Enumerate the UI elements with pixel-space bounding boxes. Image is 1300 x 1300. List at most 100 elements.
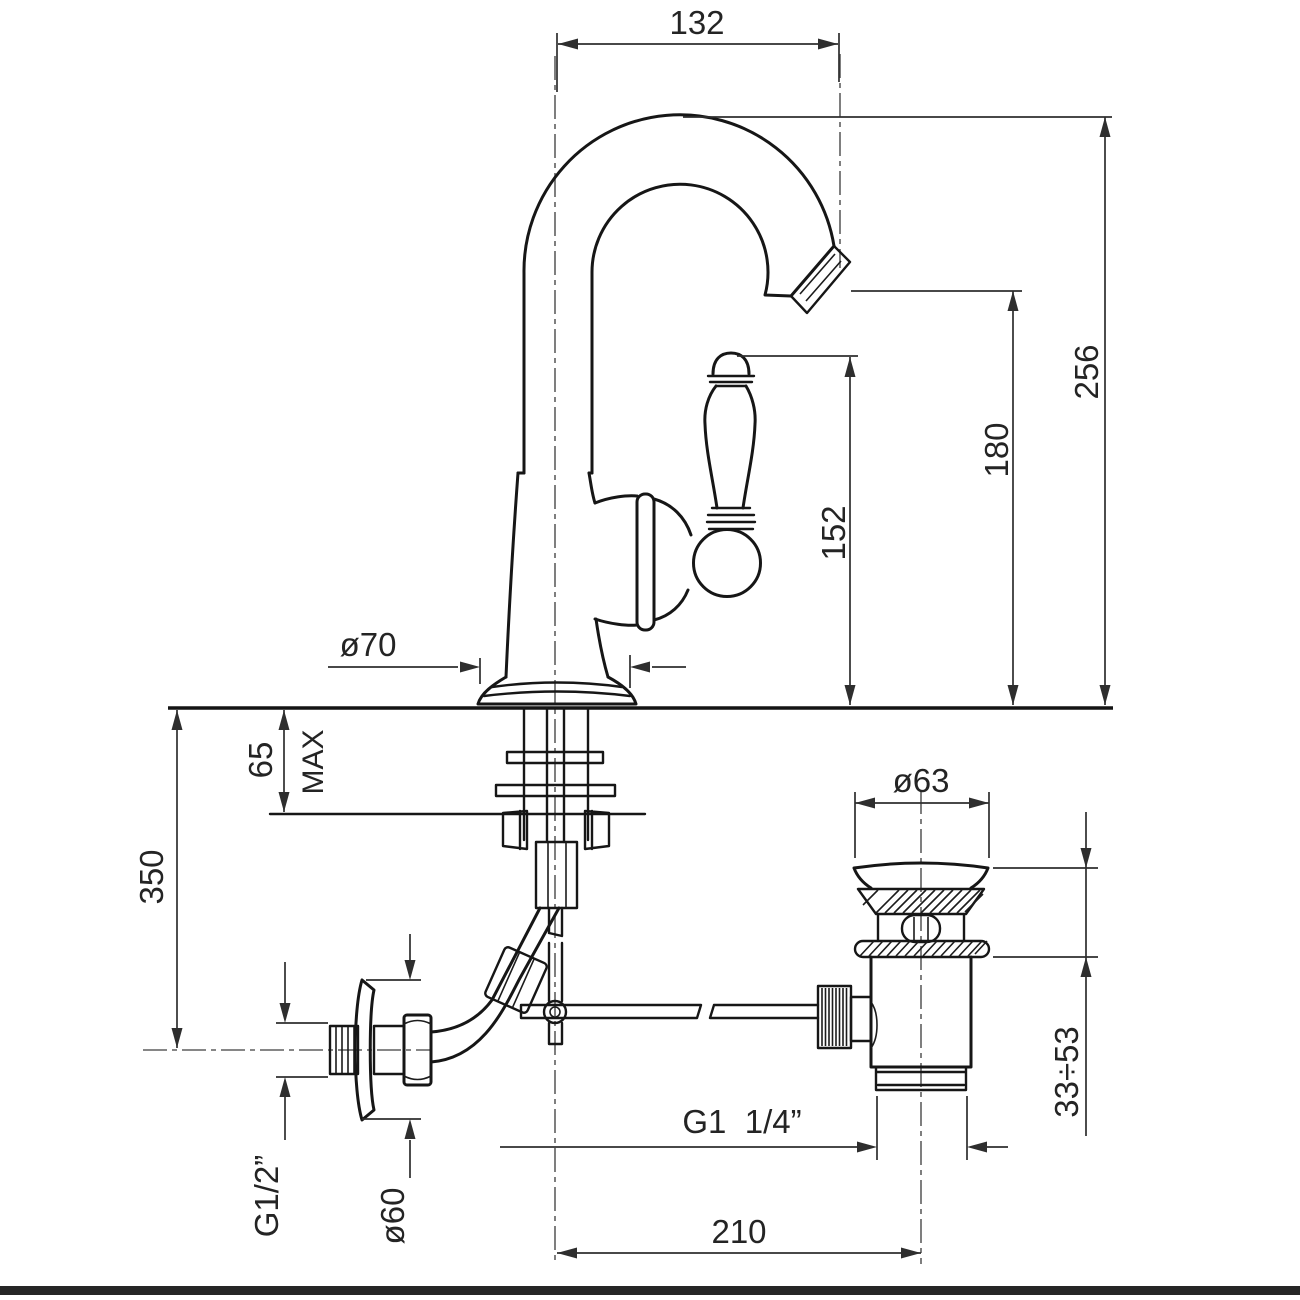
dim-g114-arrow-left [857, 1141, 877, 1153]
dim-350-arrow-top [171, 710, 183, 730]
waste-clamp-hatch [859, 940, 988, 957]
dimension-33-53: 33÷53 [993, 812, 1098, 1136]
hex-adapter [534, 840, 579, 910]
dimension-supply-thread: G1/2” [248, 962, 328, 1237]
dimension-256: 256 [683, 116, 1112, 705]
dim-210-arrow-right [901, 1247, 921, 1259]
footer-rule [0, 1286, 1300, 1295]
washer-lower [494, 783, 617, 798]
dim-256-lines [683, 116, 1112, 705]
dimension-dia63: ø63 [854, 762, 990, 858]
dim-3353-arrow-top [1080, 848, 1092, 868]
dim-132-arrow-left [558, 38, 578, 50]
dim-180-arrow-top [1007, 291, 1019, 311]
valve-dome [593, 494, 693, 627]
hose-union-nut [484, 946, 548, 1014]
dimension-dia60: ø60 [362, 934, 421, 1244]
handle-knob [711, 351, 751, 376]
dimension-132: 132 [556, 4, 840, 92]
spout-outer-arc [522, 113, 836, 475]
deck-thickness-max-label: MAX [297, 729, 330, 794]
hose-nut-facets [496, 951, 536, 1009]
dimension-210: 210 [557, 1213, 921, 1259]
wall-escutcheon [353, 978, 376, 1122]
spout-inner-arc [590, 182, 793, 475]
aerator-cap [789, 244, 852, 315]
hose-nut-body [484, 946, 548, 1014]
dimension-180: 180 [851, 290, 1022, 705]
dim-180-lines [851, 290, 1022, 705]
waste-body-curve [870, 1001, 878, 1049]
faucet-body [476, 113, 852, 706]
overall-height-label: 256 [1068, 344, 1105, 399]
popup-rod-upper [545, 706, 566, 844]
popup-waste [816, 861, 991, 1092]
handle-height-label: 152 [815, 505, 852, 560]
popup-rod-lower [547, 941, 564, 1003]
wall-rosette-diameter-label: ø60 [374, 1188, 411, 1245]
body-left-side [504, 471, 520, 679]
dim-63-arrow-right [969, 797, 989, 809]
waste-knurl-lines [821, 988, 848, 1046]
dim-152-arrow-top [844, 357, 856, 377]
dim-70-lines [328, 655, 686, 688]
waste-clamping-range-label: 33÷53 [1048, 1026, 1085, 1118]
waste-flange-diameter-label: ø63 [893, 762, 950, 799]
spout-to-waste-label: 210 [711, 1213, 766, 1250]
horizontal-rod-left [519, 1003, 703, 1020]
deck-thickness-label: 65 [242, 742, 279, 779]
centerlines [143, 54, 922, 1264]
base-bell [476, 675, 638, 706]
dim-70-arrow-right [630, 661, 650, 673]
dim-132-arrow-right [818, 38, 838, 50]
dim-350-arrow-bottom [171, 1028, 183, 1048]
handle-collar-ribs [705, 506, 757, 531]
rod-joint-outer [542, 999, 568, 1025]
dim-60-arrow-top [404, 960, 416, 980]
base-bell-ridges [482, 681, 632, 698]
valve-ring [635, 492, 656, 632]
wall-hex-nut [402, 1013, 433, 1087]
dimension-350: 350 [133, 710, 183, 1048]
dim-180-arrow-bottom [1007, 685, 1019, 705]
dimension-waste-thread: G1 1/4” [500, 1096, 1008, 1160]
underdeck-assembly [494, 706, 820, 1046]
waste-cone [856, 887, 986, 916]
body-right-side-upper [587, 471, 597, 505]
waste-tailpiece [874, 1065, 968, 1092]
dim-g114-lines [500, 1096, 1008, 1160]
dim-70-arrow-left [460, 661, 480, 673]
mounting-surface [168, 706, 1113, 816]
waste-top-flange [852, 861, 990, 890]
dim-152-lines [737, 355, 858, 705]
waste-plug-lug-lines [913, 917, 929, 940]
dim-63-lines [854, 792, 990, 858]
handle-knob-rings [706, 374, 756, 388]
dim-256-arrow-bottom [1099, 685, 1111, 705]
wall-thread-hatch [335, 1027, 355, 1073]
body-right-side-lower [594, 617, 610, 679]
dimension-65-max: 65 MAX [242, 710, 330, 812]
dim-60-arrow-bottom [404, 1119, 416, 1139]
supply-thread-label: G1/2” [248, 1155, 285, 1238]
handle-ball [692, 528, 762, 598]
dim-256-arrow-top [1099, 117, 1111, 137]
waste-neck [876, 912, 966, 943]
dimension-152: 152 [737, 355, 858, 705]
dim-132-lines [556, 33, 840, 92]
supply-length-label: 350 [133, 849, 170, 904]
dimension-dia70: ø70 [328, 626, 686, 688]
dim-210-arrow-left [557, 1247, 577, 1259]
wall-hex-chamfers [403, 1019, 432, 1081]
spout-projection-label: 132 [669, 4, 724, 41]
dim-65-arrow-bottom [278, 792, 290, 812]
dim-g12-arrow-top [279, 1003, 291, 1023]
dim-3353-arrow-bottom [1080, 957, 1092, 977]
hex-adapter-facets [547, 842, 567, 908]
outlet-height-label: 180 [978, 422, 1015, 477]
waste-cone-hatch [862, 889, 984, 914]
threaded-shank [522, 706, 590, 842]
base-diameter-label: ø70 [340, 626, 397, 663]
dim-g12-lines [276, 962, 328, 1140]
